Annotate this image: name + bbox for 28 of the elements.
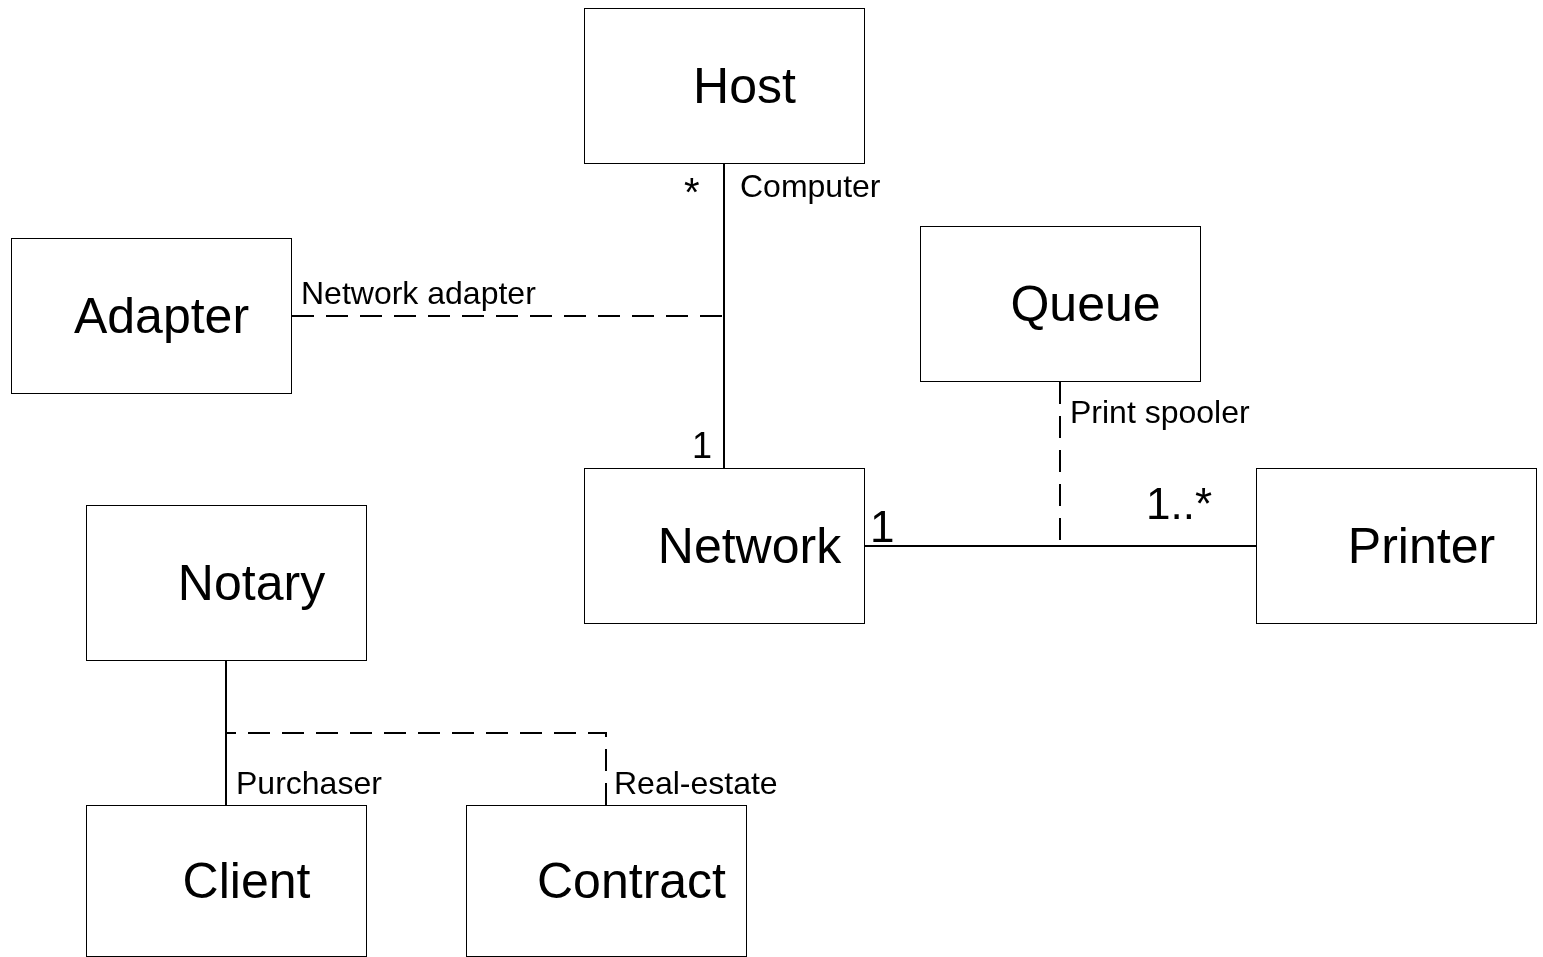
association-line [225,660,227,806]
class-name: Adapter [72,288,250,344]
class-box [466,805,747,957]
association-line [723,163,725,469]
multiplicity-label: 1..* [1146,482,1213,526]
class-name: Notary [176,555,326,611]
class-box [86,505,367,661]
multiplicity-label: * [684,172,700,212]
class-box [920,226,1201,382]
class-name: Host [692,58,796,114]
class-box [584,468,865,624]
multiplicity-label: Computer [740,170,881,202]
class-name: Queue [1009,276,1161,332]
class-name: Printer [1346,518,1496,574]
class-name: Client [181,853,311,909]
association-line [864,545,1257,547]
dashed-connector [226,732,607,806]
multiplicity-label: 1 [870,505,895,549]
dashed-connector [291,315,724,317]
class-name: Network [656,518,842,574]
class-box [86,805,367,957]
class-box [11,238,292,394]
class-name: Contract [536,853,726,909]
class-box [584,8,865,164]
class-box [1256,468,1537,624]
multiplicity-label: Real-estate [614,767,778,799]
multiplicity-label: 1 [692,428,713,464]
multiplicity-label: Purchaser [236,767,382,799]
